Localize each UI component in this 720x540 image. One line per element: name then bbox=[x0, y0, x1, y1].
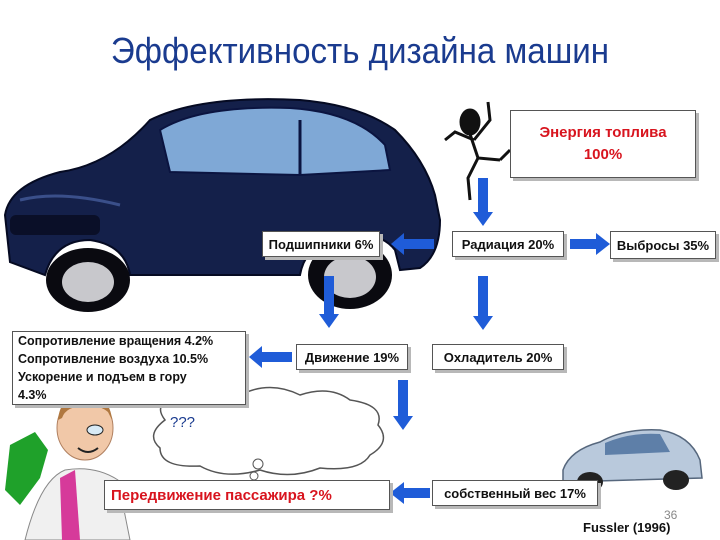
resistance-box: Сопротивление вращения 4.2% Сопротивлени… bbox=[12, 331, 246, 405]
bearings-box: Подшипники 6% bbox=[262, 231, 380, 257]
air-resistance-line: Сопротивление воздуха 10.5% bbox=[18, 352, 209, 366]
fuel-energy-label: Энергия топлива bbox=[539, 124, 667, 141]
fuel-energy-box: Энергия топлива 100% bbox=[510, 110, 696, 178]
radiation-box: Радиация 20% bbox=[452, 231, 564, 257]
emissions-box: Выбросы 35% bbox=[610, 231, 716, 259]
car-illustration bbox=[3, 98, 442, 312]
arrow-self-weight-to-passenger bbox=[390, 482, 430, 504]
arrow-motion-to-self-weight bbox=[393, 380, 413, 430]
acceleration-value-line: 4.3% bbox=[18, 388, 47, 402]
passenger-box: Передвижение пассажира ?% bbox=[104, 480, 390, 510]
arrow-radiation-to-bearings bbox=[391, 233, 434, 255]
rolling-resistance-line: Сопротивление вращения 4.2% bbox=[18, 334, 214, 348]
fuel-energy-value: 100% bbox=[583, 146, 623, 163]
page-number: 36 bbox=[664, 508, 678, 522]
arrow-radiation-to-emissions bbox=[570, 233, 610, 255]
page-title: Эффективность дизайна машин bbox=[110, 30, 610, 71]
arrow-bearings-to-motion bbox=[319, 276, 339, 328]
man-illustration bbox=[5, 395, 131, 540]
arrow-fuel-to-radiation bbox=[473, 178, 493, 226]
small-car-illustration bbox=[562, 429, 703, 492]
self-weight-box: собственный вес 17% bbox=[432, 480, 598, 506]
arrow-radiation-to-cooler bbox=[473, 276, 493, 330]
source-credit: Fussler (1996) bbox=[583, 520, 671, 535]
arrow-motion-to-resistance bbox=[249, 346, 292, 368]
acceleration-line: Ускорение и подъем в гору bbox=[18, 370, 187, 384]
cooler-box: Охладитель 20% bbox=[432, 344, 564, 370]
thought-text: ??? bbox=[170, 414, 196, 431]
motion-box: Движение 19% bbox=[296, 344, 408, 370]
stick-figure-illustration bbox=[444, 101, 512, 201]
flow-arrows bbox=[249, 178, 610, 504]
